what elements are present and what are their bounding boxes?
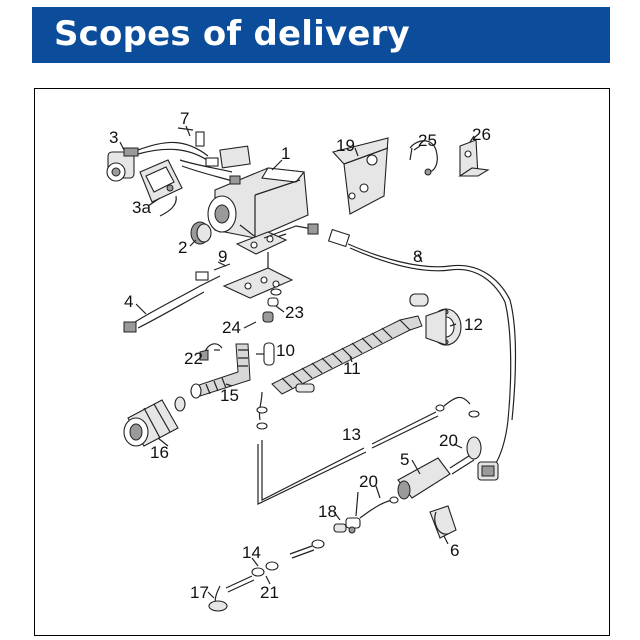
label-part-17: 17 — [190, 583, 209, 602]
label-part-4: 4 — [124, 292, 133, 311]
label-part-13: 13 — [342, 425, 361, 444]
header-banner: Scopes of delivery — [32, 7, 610, 63]
leader-lines — [119, 125, 475, 599]
label-part-18: 18 — [318, 502, 337, 521]
label-part-10: 10 — [276, 341, 295, 360]
label-part-21: 21 — [260, 583, 279, 602]
label-part-8: 8 — [413, 247, 422, 266]
wiring-harness-part — [137, 127, 241, 185]
label-part-11: 11 — [343, 359, 361, 378]
label-part-5: 5 — [400, 450, 409, 469]
control-panel-part — [139, 159, 183, 217]
label-part-25: 25 — [418, 131, 437, 150]
intake-pipe-part — [262, 288, 282, 366]
angle-bracket-part — [458, 139, 490, 177]
label-part-2: 2 — [178, 238, 187, 257]
intake-filter-part — [190, 221, 212, 245]
sensor-cable-part — [123, 263, 231, 333]
label-part-19: 19 — [336, 136, 355, 155]
label-part-26: 26 — [472, 125, 491, 144]
fuel-line-part — [256, 391, 480, 505]
fuel-pump-part — [397, 436, 482, 500]
callout-labels: 1 2 3 3a 4 5 6 7 8 9 10 11 12 13 14 15 1… — [109, 109, 491, 602]
intake-silencer-part — [123, 396, 186, 447]
control-knob-part — [106, 147, 139, 182]
intake-elbow-part — [190, 343, 251, 399]
hose-clip-part — [199, 343, 223, 361]
mounting-bracket-part — [331, 137, 389, 215]
page-title: Scopes of delivery — [54, 14, 410, 54]
exhaust-flange-part — [409, 293, 462, 346]
label-part-3: 3 — [109, 128, 118, 147]
label-part-23: 23 — [285, 303, 304, 322]
label-part-20b: 20 — [359, 472, 378, 491]
clamp-strap-part — [409, 140, 438, 176]
diagram-frame — [34, 88, 610, 636]
heater-unit-part — [207, 145, 309, 243]
label-part-24: 24 — [222, 318, 241, 337]
exhaust-hose-part — [271, 315, 423, 395]
fuel-connector-part — [289, 491, 399, 559]
label-part-15: 15 — [220, 386, 239, 405]
label-part-20a: 20 — [439, 431, 458, 450]
mounting-gasket-part — [222, 223, 319, 299]
label-part-6: 6 — [450, 541, 459, 560]
label-part-14: 14 — [242, 543, 261, 562]
label-part-1: 1 — [281, 144, 290, 163]
tank-fitting-part — [208, 561, 279, 612]
label-part-22: 22 — [184, 349, 203, 368]
label-part-16: 16 — [150, 443, 169, 462]
label-part-3a: 3a — [132, 198, 151, 217]
label-part-7: 7 — [180, 109, 189, 128]
label-part-12: 12 — [464, 315, 483, 334]
pump-bracket-part — [429, 505, 457, 539]
connection-cable-part — [327, 228, 517, 481]
label-part-9: 9 — [218, 247, 227, 266]
